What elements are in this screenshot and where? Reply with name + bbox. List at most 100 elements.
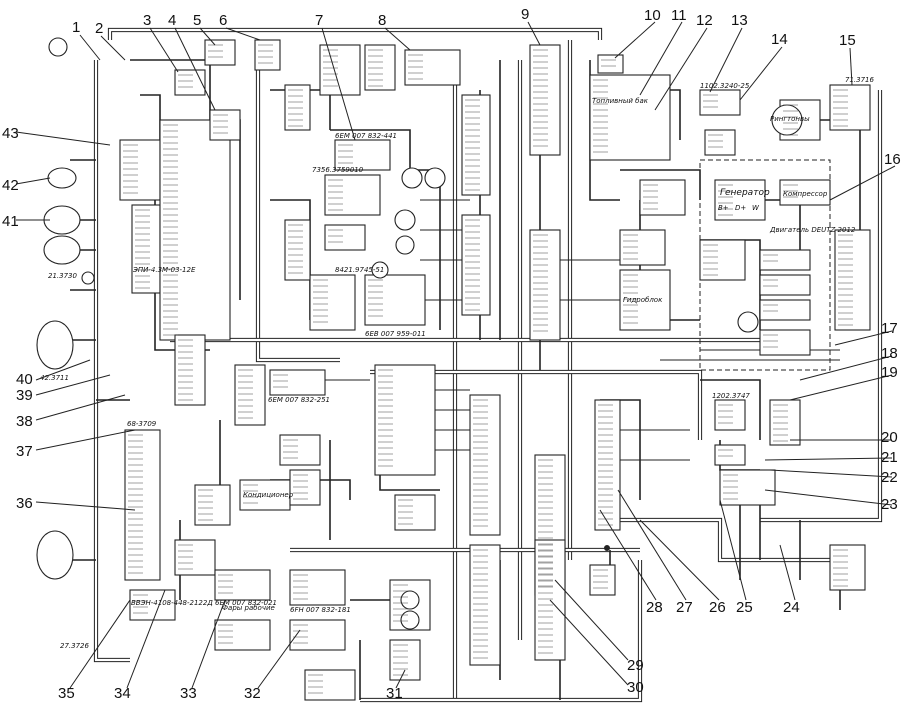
rear-lamp-icon-a bbox=[36, 320, 74, 370]
switch-knob-b-icon bbox=[400, 610, 420, 630]
callout-43: 43 bbox=[2, 125, 19, 142]
lamp-relay bbox=[194, 484, 231, 526]
valve-block-2 bbox=[699, 239, 746, 281]
callout-39: 39 bbox=[16, 387, 33, 404]
hydroblock bbox=[619, 269, 671, 331]
callout-25: 25 bbox=[736, 599, 753, 616]
callout-41: 41 bbox=[2, 213, 19, 230]
switch-knob-a-icon bbox=[400, 590, 420, 610]
callout-33: 33 bbox=[180, 685, 197, 702]
callout-11: 11 bbox=[671, 7, 687, 24]
relay-block-1-b bbox=[304, 669, 356, 701]
callout-35: 35 bbox=[58, 685, 75, 702]
compressor-label: Компрессор bbox=[783, 190, 828, 198]
relay-block-2-c bbox=[289, 619, 346, 651]
relay-right bbox=[714, 399, 746, 431]
hydroblock-label: Гидроблок bbox=[623, 296, 663, 304]
connector-side-top bbox=[284, 84, 311, 131]
engine-label: Двигатель DEUTZ 2012 bbox=[769, 226, 856, 234]
beacon-lamp-icon bbox=[48, 37, 68, 57]
callout-7: 7 bbox=[315, 12, 323, 29]
callout-18: 18 bbox=[881, 345, 898, 362]
engine-sensor-3 bbox=[759, 299, 811, 321]
fuel-sensor bbox=[597, 54, 624, 74]
callout-19: 19 bbox=[881, 364, 898, 381]
compressor-block bbox=[779, 179, 831, 206]
part-j-label: 21.3730 bbox=[48, 272, 77, 280]
tall-connector-d bbox=[529, 229, 561, 341]
switch-column bbox=[124, 429, 161, 581]
rear-lamp-icon-b bbox=[36, 530, 74, 580]
part-c-label: 7356.3759010 bbox=[312, 166, 364, 174]
relay-block-2-a bbox=[214, 569, 271, 601]
engine-sensor-4 bbox=[759, 329, 811, 356]
callout-31: 31 bbox=[386, 685, 403, 702]
part-h-label: 42.3711 bbox=[40, 374, 69, 382]
callout-36: 36 bbox=[16, 495, 33, 512]
callout-12: 12 bbox=[696, 12, 713, 29]
fuse-box bbox=[159, 119, 231, 341]
callout-22: 22 bbox=[881, 469, 898, 486]
fuel-tank bbox=[589, 74, 671, 161]
callout-23: 23 bbox=[881, 496, 898, 513]
switch-icon bbox=[81, 271, 95, 285]
level-sensor-2 bbox=[704, 129, 736, 156]
relay-block-2-b bbox=[214, 619, 271, 651]
engine-sensor-1 bbox=[759, 249, 811, 271]
right-module bbox=[834, 229, 871, 331]
gauge-4-icon bbox=[395, 235, 415, 255]
terminal-d-label: D+ bbox=[735, 204, 746, 212]
tall-connector-a bbox=[461, 94, 491, 196]
callout-5: 5 bbox=[193, 12, 201, 29]
relay-small-mid bbox=[279, 434, 321, 466]
part-i-label: 27.3726 bbox=[60, 642, 89, 650]
gauge-1-icon bbox=[401, 167, 423, 189]
gauge-2-icon bbox=[424, 167, 446, 189]
connector-pins bbox=[123, 44, 853, 694]
callout-6: 6 bbox=[219, 12, 227, 29]
ringtone-label: Рингтонвы bbox=[770, 115, 810, 123]
cabin-lamp-label: Фары рабочие bbox=[222, 604, 275, 612]
part-a-label: 68-3709 bbox=[127, 420, 157, 428]
headlamp-icon-b bbox=[43, 235, 81, 265]
callout-16: 16 bbox=[884, 151, 901, 168]
connector-side bbox=[284, 219, 311, 281]
relay-block-4-label: 6ЕМ 007 832-251 bbox=[268, 396, 330, 404]
callout-4: 4 bbox=[168, 12, 176, 29]
part-b-label: ВВЭН-4108-448-2122Д bbox=[131, 599, 213, 607]
callout-2: 2 bbox=[95, 20, 103, 37]
part-e-label: 1202.3747 bbox=[712, 392, 750, 400]
gauge-3-icon bbox=[394, 209, 416, 231]
callout-30: 30 bbox=[627, 679, 644, 696]
relay-block-2-label: 6ЕМ 007 832-021 bbox=[215, 599, 277, 607]
box-labels: Топливный бак Рингтонвы Генератор B+ D+ … bbox=[40, 76, 874, 650]
control-block bbox=[319, 44, 361, 96]
engine-sensor-icon bbox=[737, 311, 759, 333]
relay-module-5 bbox=[364, 274, 426, 326]
callout-21: 21 bbox=[881, 449, 898, 466]
callout-26: 26 bbox=[709, 599, 726, 616]
relay-block-4 bbox=[269, 369, 326, 396]
callout-28: 28 bbox=[646, 599, 663, 616]
callout-15: 15 bbox=[839, 32, 856, 49]
callout-14: 14 bbox=[771, 31, 788, 48]
horn-connector bbox=[769, 399, 801, 446]
panel-text-block bbox=[131, 204, 161, 294]
tall-connector-c bbox=[529, 44, 561, 156]
callout-numbers: 1 2 3 4 5 6 7 8 9 10 11 12 13 14 15 16 1… bbox=[2, 6, 901, 702]
part-d-label: 8421.9745-51 bbox=[335, 266, 384, 274]
connector-28 bbox=[589, 564, 616, 596]
fuse-box-top bbox=[209, 109, 241, 141]
tall-connector-b bbox=[461, 214, 491, 316]
indicator-lamp-icon bbox=[371, 261, 389, 279]
callout-20: 20 bbox=[881, 429, 898, 446]
generator-block bbox=[714, 179, 766, 221]
relay-array bbox=[374, 364, 436, 476]
callout-1: 1 bbox=[72, 19, 80, 36]
small-relay-c bbox=[254, 39, 281, 71]
callout-9: 9 bbox=[521, 6, 529, 23]
terminal-b-label: B+ bbox=[718, 204, 729, 212]
relay-block-3-label: 6FH 007 832-181 bbox=[290, 606, 351, 614]
relay-panel bbox=[119, 139, 161, 201]
